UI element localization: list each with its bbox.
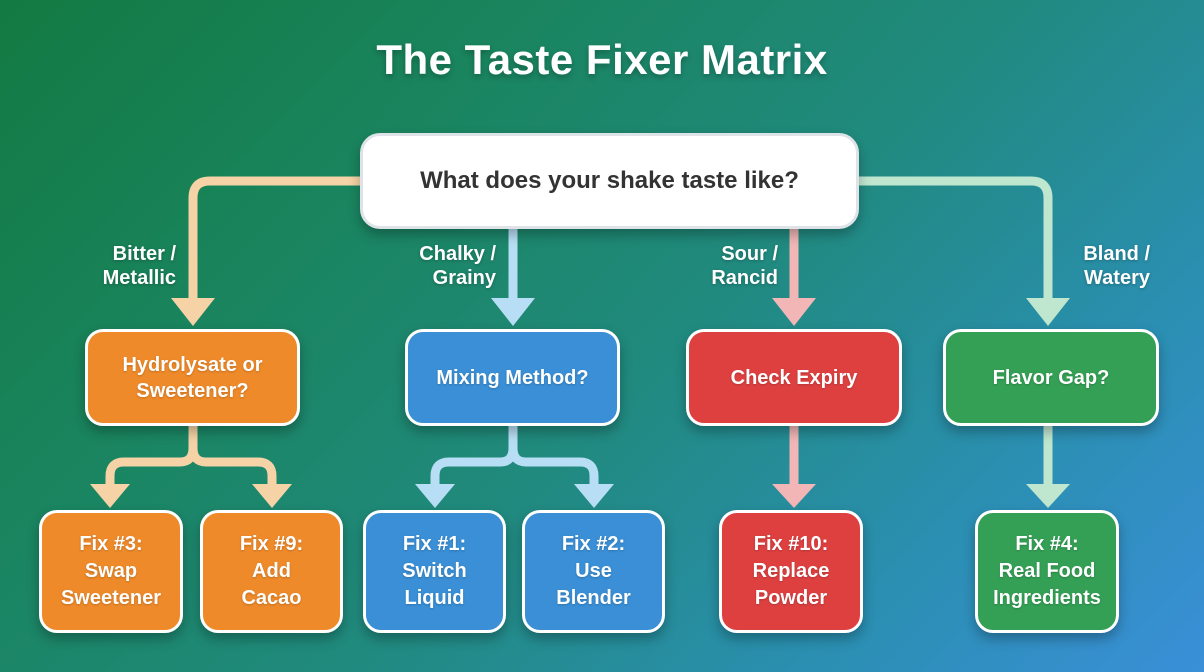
node-hydrolysate-or-sweetener: Hydrolysate or Sweetener? bbox=[85, 329, 300, 426]
node-label: Check Expiry bbox=[730, 366, 858, 389]
diagram-title: The Taste Fixer Matrix bbox=[376, 36, 828, 83]
fix-node-real-food-ingredients: Fix #4: Real Food Ingredients bbox=[975, 510, 1119, 633]
fix-label: Fix #9: Add Cacao bbox=[239, 533, 304, 609]
arrowhead-chalky bbox=[491, 298, 535, 326]
arrowhead-fix3 bbox=[90, 484, 130, 508]
arrowhead-bland bbox=[1026, 298, 1070, 326]
node-check-expiry: Check Expiry bbox=[686, 329, 902, 426]
arrowhead-bitter bbox=[171, 298, 215, 326]
fix-node-add-cacao: Fix #9: Add Cacao bbox=[200, 510, 343, 633]
fix-label: Fix #3: Swap Sweetener bbox=[60, 533, 162, 609]
arrowhead-fix9 bbox=[252, 484, 292, 508]
arrowhead-fix1 bbox=[415, 484, 455, 508]
root-question-node: What does your shake taste like? bbox=[360, 133, 859, 229]
fix-label: Fix #4: Real Food Ingredients bbox=[993, 533, 1101, 609]
fix-node-switch-liquid: Fix #1: Switch Liquid bbox=[363, 510, 506, 633]
edge-label-bland: Bland / Watery bbox=[1083, 243, 1150, 289]
fix-node-swap-sweetener: Fix #3: Swap Sweetener bbox=[39, 510, 183, 633]
edge-label-chalky: Chalky / Grainy bbox=[419, 243, 496, 289]
fix-label: Fix #2: Use Blender bbox=[556, 533, 631, 609]
arrowhead-fix10 bbox=[772, 484, 816, 508]
node-label: Mixing Method? bbox=[436, 366, 589, 389]
node-label: Flavor Gap? bbox=[992, 366, 1110, 389]
connector-bitter bbox=[188, 176, 362, 300]
fix-label: Fix #10: Replace Powder bbox=[752, 533, 830, 609]
node-label: Hydrolysate or Sweetener? bbox=[122, 353, 263, 402]
fix-node-replace-powder: Fix #10: Replace Powder bbox=[719, 510, 863, 633]
node-mixing-method: Mixing Method? bbox=[405, 329, 620, 426]
arrowhead-fix4 bbox=[1026, 484, 1070, 508]
fix-node-use-blender: Fix #2: Use Blender bbox=[522, 510, 665, 633]
root-question-label: What does your shake taste like? bbox=[420, 167, 799, 194]
connector-bitter-split bbox=[105, 426, 277, 486]
node-flavor-gap: Flavor Gap? bbox=[943, 329, 1159, 426]
edge-label-sour: Sour / Rancid bbox=[711, 243, 778, 289]
arrowhead-fix2 bbox=[574, 484, 614, 508]
connector-chalky-split bbox=[430, 426, 599, 486]
fix-label: Fix #1: Switch Liquid bbox=[402, 533, 467, 609]
arrowhead-sour bbox=[772, 298, 816, 326]
edge-label-bitter: Bitter / Metallic bbox=[102, 243, 176, 289]
connector-bland bbox=[856, 176, 1053, 486]
